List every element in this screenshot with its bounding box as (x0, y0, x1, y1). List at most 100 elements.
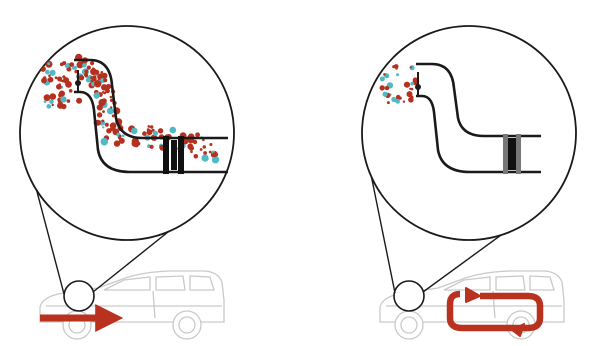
particle-dot (49, 93, 57, 100)
particle-dot (192, 139, 198, 145)
particle-dot (109, 122, 117, 129)
particle-dot (379, 85, 385, 91)
particle-dot (61, 79, 65, 83)
duct-inlet-dot-left (75, 80, 81, 86)
particle-dot (100, 137, 109, 146)
panel-recirculation (361, 25, 577, 340)
particle-dot (152, 130, 159, 136)
particle-dot (49, 69, 56, 76)
particle-dot (408, 97, 414, 103)
particle-dot (106, 107, 114, 115)
particle-dot (142, 131, 147, 136)
particle-dot (94, 83, 98, 87)
particle-dot (382, 91, 388, 97)
particle-dot (386, 101, 390, 105)
particle-dot (84, 72, 89, 78)
particle-dot (203, 151, 208, 155)
particle-dot (131, 127, 138, 135)
particle-dot (66, 99, 71, 103)
particle-dot (93, 75, 97, 79)
particle-dot (396, 73, 400, 77)
particle-dot (68, 89, 73, 93)
particle-dot (90, 61, 95, 66)
particle-dot (101, 119, 105, 123)
particle-dot (195, 132, 201, 138)
particle-dot (406, 91, 413, 98)
magnifier-spot-left (63, 280, 95, 312)
particle-dot (58, 90, 65, 97)
particle-dot (187, 143, 194, 150)
particle-dot (212, 152, 218, 158)
particle-dot (157, 128, 164, 134)
particle-dot (403, 81, 411, 88)
particle-dot (402, 100, 406, 103)
particle-dot (384, 85, 390, 91)
particle-dot (379, 76, 385, 82)
particle-dot (90, 68, 97, 76)
particle-dot (113, 127, 116, 131)
particle-dot (410, 81, 415, 86)
particle-dot (101, 72, 108, 79)
particle-dot (61, 103, 67, 110)
particle-dot (101, 98, 107, 104)
cabin-filter-left (163, 136, 184, 174)
cabin-filter-right (503, 134, 521, 174)
particles-left (40, 53, 220, 164)
particle-dot (118, 137, 125, 144)
particle-dot (59, 62, 64, 67)
particle-dot (393, 64, 399, 69)
particle-dot (102, 126, 105, 129)
particle-dot (69, 62, 75, 67)
particle-dot (103, 78, 108, 83)
particle-dot (49, 99, 54, 105)
particle-dot (118, 134, 122, 138)
particle-dot (410, 87, 414, 91)
particle-dot (45, 69, 50, 75)
particle-dot (43, 100, 47, 103)
particle-dot (96, 112, 103, 118)
particle-dot (183, 138, 189, 144)
particle-dot (209, 143, 213, 146)
particle-dot (46, 104, 52, 109)
particle-dot (190, 150, 193, 154)
particle-dot (93, 92, 100, 99)
recirculation-loop-arrow (446, 287, 544, 337)
particle-dot (78, 75, 85, 81)
particle-dot (101, 84, 108, 91)
particle-dot (147, 125, 151, 128)
particle-dot (84, 69, 89, 74)
particle-dot (54, 76, 58, 80)
particle-dot (76, 97, 83, 104)
particle-dot (383, 73, 386, 76)
particle-dot (201, 154, 209, 162)
particle-dot (208, 150, 212, 154)
particle-dot (102, 110, 105, 113)
particle-dot (146, 128, 150, 132)
particle-dot (64, 63, 70, 69)
particle-dot (211, 156, 220, 164)
particle-dot (409, 66, 412, 69)
particle-dot (96, 104, 103, 111)
particle-dot (202, 145, 206, 149)
particle-dot (104, 122, 109, 127)
particle-dot (109, 127, 114, 132)
particle-dot (149, 144, 154, 149)
particle-dot (42, 76, 47, 80)
particle-dot (47, 62, 51, 66)
particle-dot (60, 96, 67, 103)
particle-dot (121, 134, 125, 138)
particle-dot (105, 88, 110, 94)
particle-dot (113, 140, 121, 147)
particle-dot (151, 128, 155, 132)
particle-dot (193, 154, 199, 159)
particle-dot (82, 63, 87, 68)
particle-dot (391, 96, 397, 103)
particle-dot (109, 95, 113, 99)
particle-dot (51, 103, 54, 107)
panel-outside-air (19, 25, 235, 340)
particle-dot (43, 94, 51, 102)
particle-dot (65, 81, 72, 88)
particle-dot (398, 96, 402, 100)
magnifier-spot-right (393, 280, 425, 312)
